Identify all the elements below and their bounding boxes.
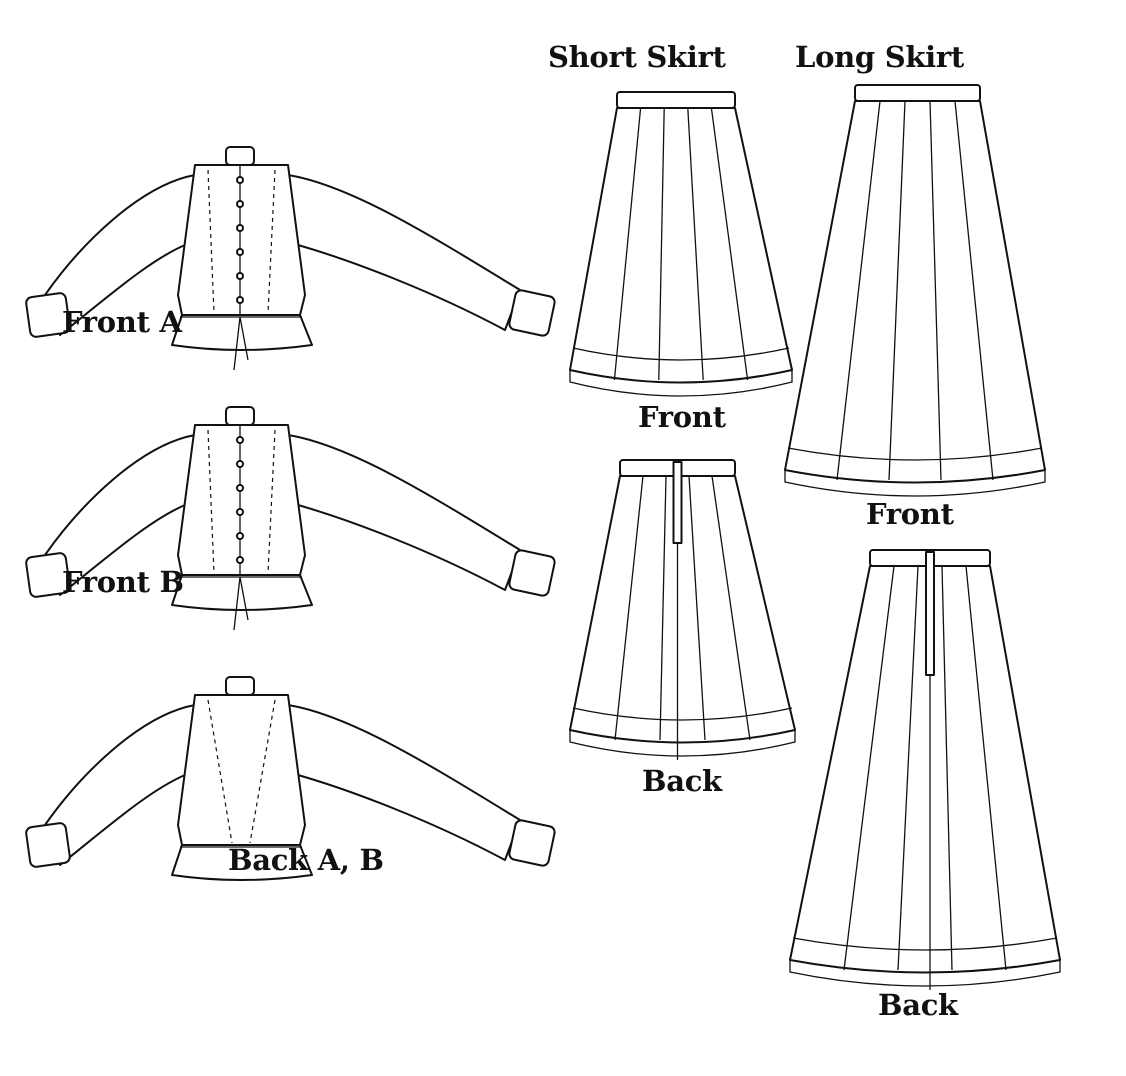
blouse-front-b-button	[236, 532, 244, 540]
blouse-back-collar	[225, 676, 255, 696]
blouse-front-b-left-cuff	[25, 552, 71, 598]
long-skirt-front-hem-band-1	[787, 447, 1043, 461]
blouse-front-a-button	[236, 224, 244, 232]
blouse-front-b-bodice	[177, 424, 306, 576]
blouse-front-a-button	[236, 272, 244, 280]
blouse-back-right-cuff	[508, 819, 556, 867]
back-ab-label: Back A, B	[228, 843, 384, 877]
blouse-front-b-button	[236, 436, 244, 444]
front-b-label: Front B	[62, 565, 184, 599]
blouse-front-a-button	[236, 176, 244, 184]
long-skirt-front-label: Front	[866, 497, 954, 531]
long-skirt-back-placket	[925, 551, 935, 676]
long-skirt-back-panel-seam	[897, 565, 919, 971]
blouse-front-a-right-cuff	[508, 289, 556, 337]
short-skirt-back-body	[569, 475, 796, 744]
blouse-front-a-collar	[225, 146, 255, 166]
short-skirt-back-panel-seam	[614, 475, 644, 741]
short-skirt-back-hem-band-2	[569, 728, 796, 757]
blouse-front-b-right-sleeve	[287, 434, 521, 591]
short-skirt-front-panel-seam	[658, 107, 665, 381]
long-skirt-back-body	[789, 565, 1061, 974]
short-skirt-front-hem-band-2	[569, 368, 793, 397]
blouse-front-a-button	[236, 296, 244, 304]
long-skirt-front-hem-band-2	[784, 468, 1046, 497]
blouse-front-b-button	[236, 508, 244, 516]
short-skirt-back-panel-seam	[688, 475, 706, 741]
short-skirt-front-panel-seam	[613, 107, 642, 381]
long-skirt-front-waistband	[854, 84, 981, 102]
long-skirt-back-label: Back	[878, 988, 958, 1022]
short-skirt-back-label: Back	[642, 764, 722, 798]
blouse-front-a-tie-ends	[233, 316, 249, 371]
short-skirt-back-panel-seam	[659, 475, 667, 741]
blouse-front-b-tie-ends	[233, 576, 249, 631]
blouse-front-b-right-cuff	[508, 549, 556, 597]
short-skirt-front-waistband	[616, 91, 736, 109]
long-skirt-front-panel-seam	[929, 100, 942, 481]
short-skirt-heading: Short Skirt	[548, 40, 726, 74]
long-skirt-back-panel-seam	[965, 565, 1007, 971]
long-skirt-back-panel-seam	[941, 565, 953, 971]
blouse-front-a-bodice	[177, 164, 306, 316]
blouse-front-a-left-cuff	[25, 292, 71, 338]
short-skirt-back-hem-band-1	[572, 707, 793, 721]
blouse-front-a-peplum	[171, 314, 313, 351]
short-skirt-front-label: Front	[638, 400, 726, 434]
blouse-front-a-button	[236, 248, 244, 256]
front-a-label: Front A	[62, 305, 182, 339]
long-skirt-back-hem-band-1	[792, 937, 1058, 951]
blouse-back-right-tuck	[249, 699, 276, 844]
long-skirt-back-hem-band-2	[789, 958, 1061, 987]
blouse-back-left-cuff	[25, 822, 71, 868]
blouse-front-b-peplum	[171, 574, 313, 611]
blouse-back-peplum	[171, 844, 313, 881]
long-skirt-front-body	[784, 100, 1046, 484]
long-skirt-front-panel-seam	[836, 100, 881, 481]
blouse-back-bodice	[177, 694, 306, 846]
short-skirt-front-panel-seam	[710, 107, 749, 381]
long-skirt-front-panel-seam	[888, 100, 906, 481]
blouse-front-b-button	[236, 484, 244, 492]
short-skirt-front-body	[569, 107, 793, 384]
blouse-front-b-collar	[225, 406, 255, 426]
long-skirt-heading: Long Skirt	[795, 40, 964, 74]
long-skirt-back-panel-seam	[843, 565, 895, 971]
short-skirt-back-panel-seam	[711, 475, 751, 741]
blouse-front-b-button	[236, 460, 244, 468]
short-skirt-front-panel-seam	[687, 107, 704, 381]
blouse-back-right-sleeve	[287, 704, 521, 861]
short-skirt-back-placket	[672, 461, 683, 544]
short-skirt-front-hem-band-1	[572, 347, 790, 361]
long-skirt-front-panel-seam	[954, 100, 994, 481]
blouse-front-a-right-sleeve	[287, 174, 521, 331]
blouse-back-left-tuck	[207, 699, 233, 844]
blouse-front-b-button	[236, 556, 244, 564]
blouse-front-a-button	[236, 200, 244, 208]
